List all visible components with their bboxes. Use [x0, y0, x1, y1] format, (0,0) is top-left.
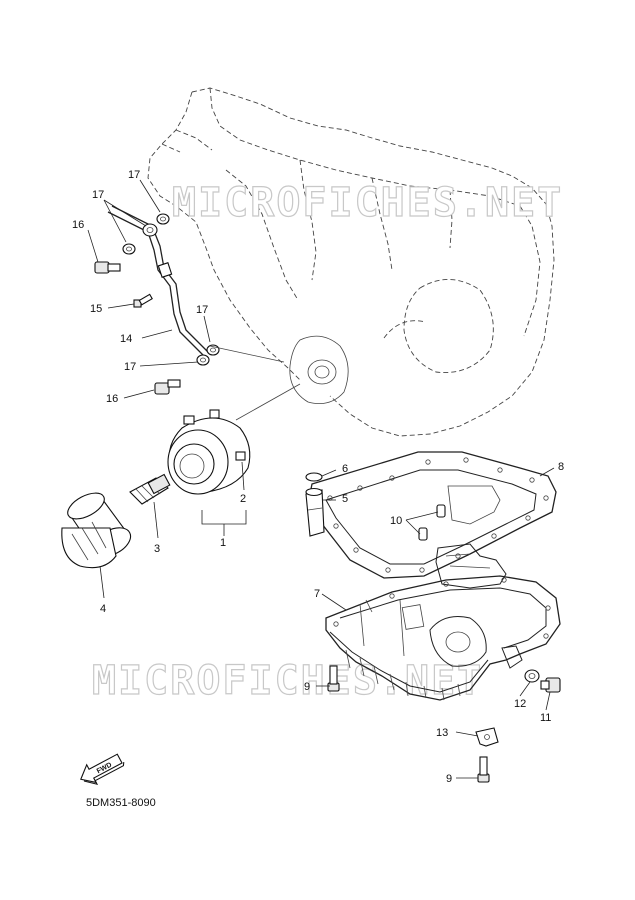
oil-strainer	[435, 543, 507, 589]
filter-stud-bolt	[129, 473, 171, 505]
fwd-arrow-icon: FWD	[80, 753, 125, 786]
callout-13: 13	[436, 727, 448, 739]
drain-washer-12	[524, 669, 540, 683]
callout-2: 2	[240, 493, 246, 505]
callout-8: 8	[558, 461, 564, 473]
oil-pan	[325, 575, 561, 701]
o-ring-6	[305, 472, 323, 482]
relief-valve-5	[305, 487, 325, 537]
washer-17-lower	[196, 354, 210, 366]
callout-10: 10	[390, 515, 402, 527]
callout-16-bottom: 16	[106, 393, 118, 405]
oil-pan-gasket	[307, 451, 557, 579]
diagram-code: 5DM351-8090	[86, 797, 156, 809]
callout-15: 15	[90, 303, 102, 315]
callout-9-bottom: 9	[446, 773, 452, 785]
bolt-15	[133, 293, 153, 308]
union-bolt-top	[142, 223, 158, 237]
callout-1: 1	[220, 537, 226, 549]
union-bolt-16-bottom	[154, 379, 181, 395]
callout-3: 3	[154, 543, 160, 555]
oil-filter	[61, 492, 132, 569]
callout-11: 11	[540, 712, 551, 724]
oil-cooler-housing	[167, 409, 251, 495]
pan-bolt-9-bottom	[477, 756, 490, 783]
callout-9-left: 9	[304, 681, 310, 693]
watermark-top: MICROFICHES.NET	[172, 180, 563, 226]
washer-17-top	[156, 213, 170, 225]
pan-bolt-9-left	[327, 665, 340, 692]
callout-17-lower: 17	[124, 361, 136, 373]
callout-7: 7	[314, 588, 320, 600]
callout-numbers: 17 17 16 15 14 17 17 16 1 2 3 4 6 5 10 8…	[72, 169, 564, 785]
fwd-label: FWD	[96, 762, 113, 776]
drain-plug-11	[540, 677, 561, 693]
union-bolt-16-top	[94, 261, 121, 274]
callout-leaders	[87, 179, 555, 779]
callout-12: 12	[514, 698, 526, 710]
callout-17-right: 17	[196, 304, 208, 316]
callout-5: 5	[342, 493, 348, 505]
engine-block-outline	[147, 87, 555, 437]
washer-17-left	[122, 243, 136, 255]
bracket-13	[475, 727, 499, 747]
callout-4: 4	[100, 603, 106, 615]
callout-17-top: 17	[128, 169, 140, 181]
callout-16-top: 16	[72, 219, 84, 231]
watermark-bottom: MICROFICHES.NET	[92, 658, 483, 704]
dowel-pins	[418, 504, 446, 541]
callout-6: 6	[342, 463, 348, 475]
callout-14: 14	[120, 333, 132, 345]
callout-17-left: 17	[92, 189, 104, 201]
